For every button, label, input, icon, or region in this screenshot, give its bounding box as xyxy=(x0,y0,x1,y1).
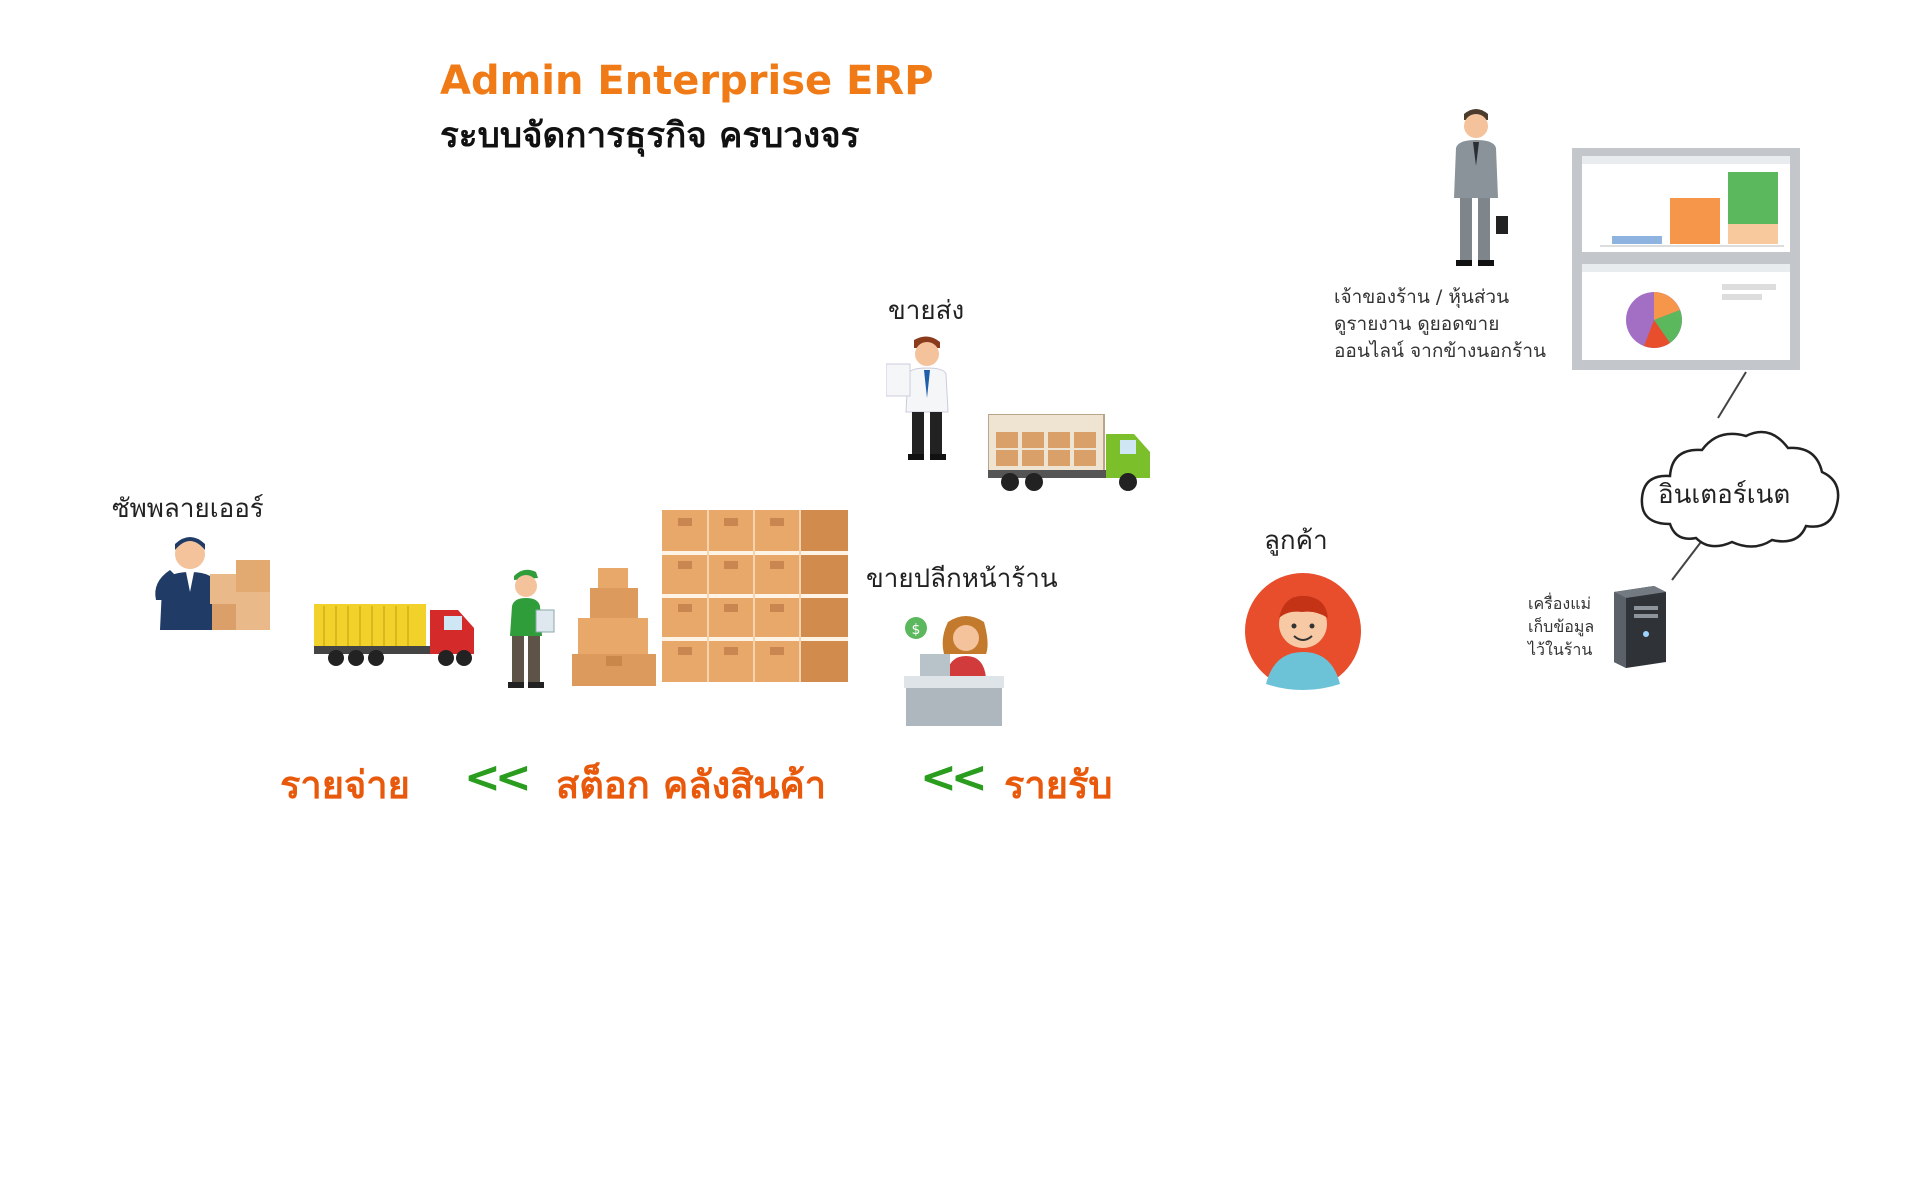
customer-label: ลูกค้า xyxy=(1264,526,1328,556)
network-connector-lines xyxy=(1671,371,1747,581)
svg-text:$: $ xyxy=(912,622,921,638)
owner-caption-line-2: ดูรายงาน ดูยอดขาย xyxy=(1334,313,1500,335)
cloud-icon xyxy=(1640,430,1840,548)
warehouse-boxes-icon xyxy=(662,510,848,682)
flow-arrow-left: << xyxy=(464,752,532,803)
owner-caption-line-3: ออนไลน์ จากข้างนอกร้าน xyxy=(1334,340,1547,362)
supplier-person-icon xyxy=(155,537,270,630)
yellow-truck-icon xyxy=(314,604,474,666)
supplier-label: ซัพพลายเออร์ xyxy=(112,494,264,524)
green-truck-icon xyxy=(988,414,1150,491)
server-caption-line-1: เครื่องแม่ xyxy=(1528,594,1592,613)
owner-caption-line-1: เจ้าของร้าน / หุ้นส่วน xyxy=(1334,286,1510,308)
server-caption: เครื่องแม่ เก็บข้อมูล ไว้ในร้าน xyxy=(1528,592,1594,661)
internet-label: อินเตอร์เนต xyxy=(1658,480,1791,510)
cashier-icon: $ xyxy=(904,616,1004,726)
stock-label: สต็อก คลังสินค้า xyxy=(556,763,827,807)
page-subtitle: ระบบจัดการธุรกิจ ครบวงจร xyxy=(440,116,860,156)
report-screen-icon xyxy=(1572,148,1800,370)
server-caption-line-2: เก็บข้อมูล xyxy=(1528,617,1595,636)
warehouse-worker-icon xyxy=(508,569,555,688)
flow-arrow-right: << xyxy=(920,752,988,803)
retail-label: ขายปลีกหน้าร้าน xyxy=(866,564,1058,594)
server-tower-icon xyxy=(1614,586,1666,668)
server-caption-line-3: ไว้ในร้าน xyxy=(1528,640,1593,659)
small-box-pile-icon xyxy=(572,568,656,686)
customer-avatar-icon xyxy=(1245,573,1361,690)
page-title: Admin Enterprise ERP xyxy=(440,58,934,104)
wholesale-label: ขายส่ง xyxy=(888,296,965,326)
income-label: รายรับ xyxy=(1004,763,1113,807)
wholesale-salesman-icon xyxy=(886,336,949,460)
owner-businessman-icon xyxy=(1454,109,1508,266)
owner-caption: เจ้าของร้าน / หุ้นส่วน ดูรายงาน ดูยอดขาย… xyxy=(1334,284,1546,365)
expense-label: รายจ่าย xyxy=(280,763,410,807)
